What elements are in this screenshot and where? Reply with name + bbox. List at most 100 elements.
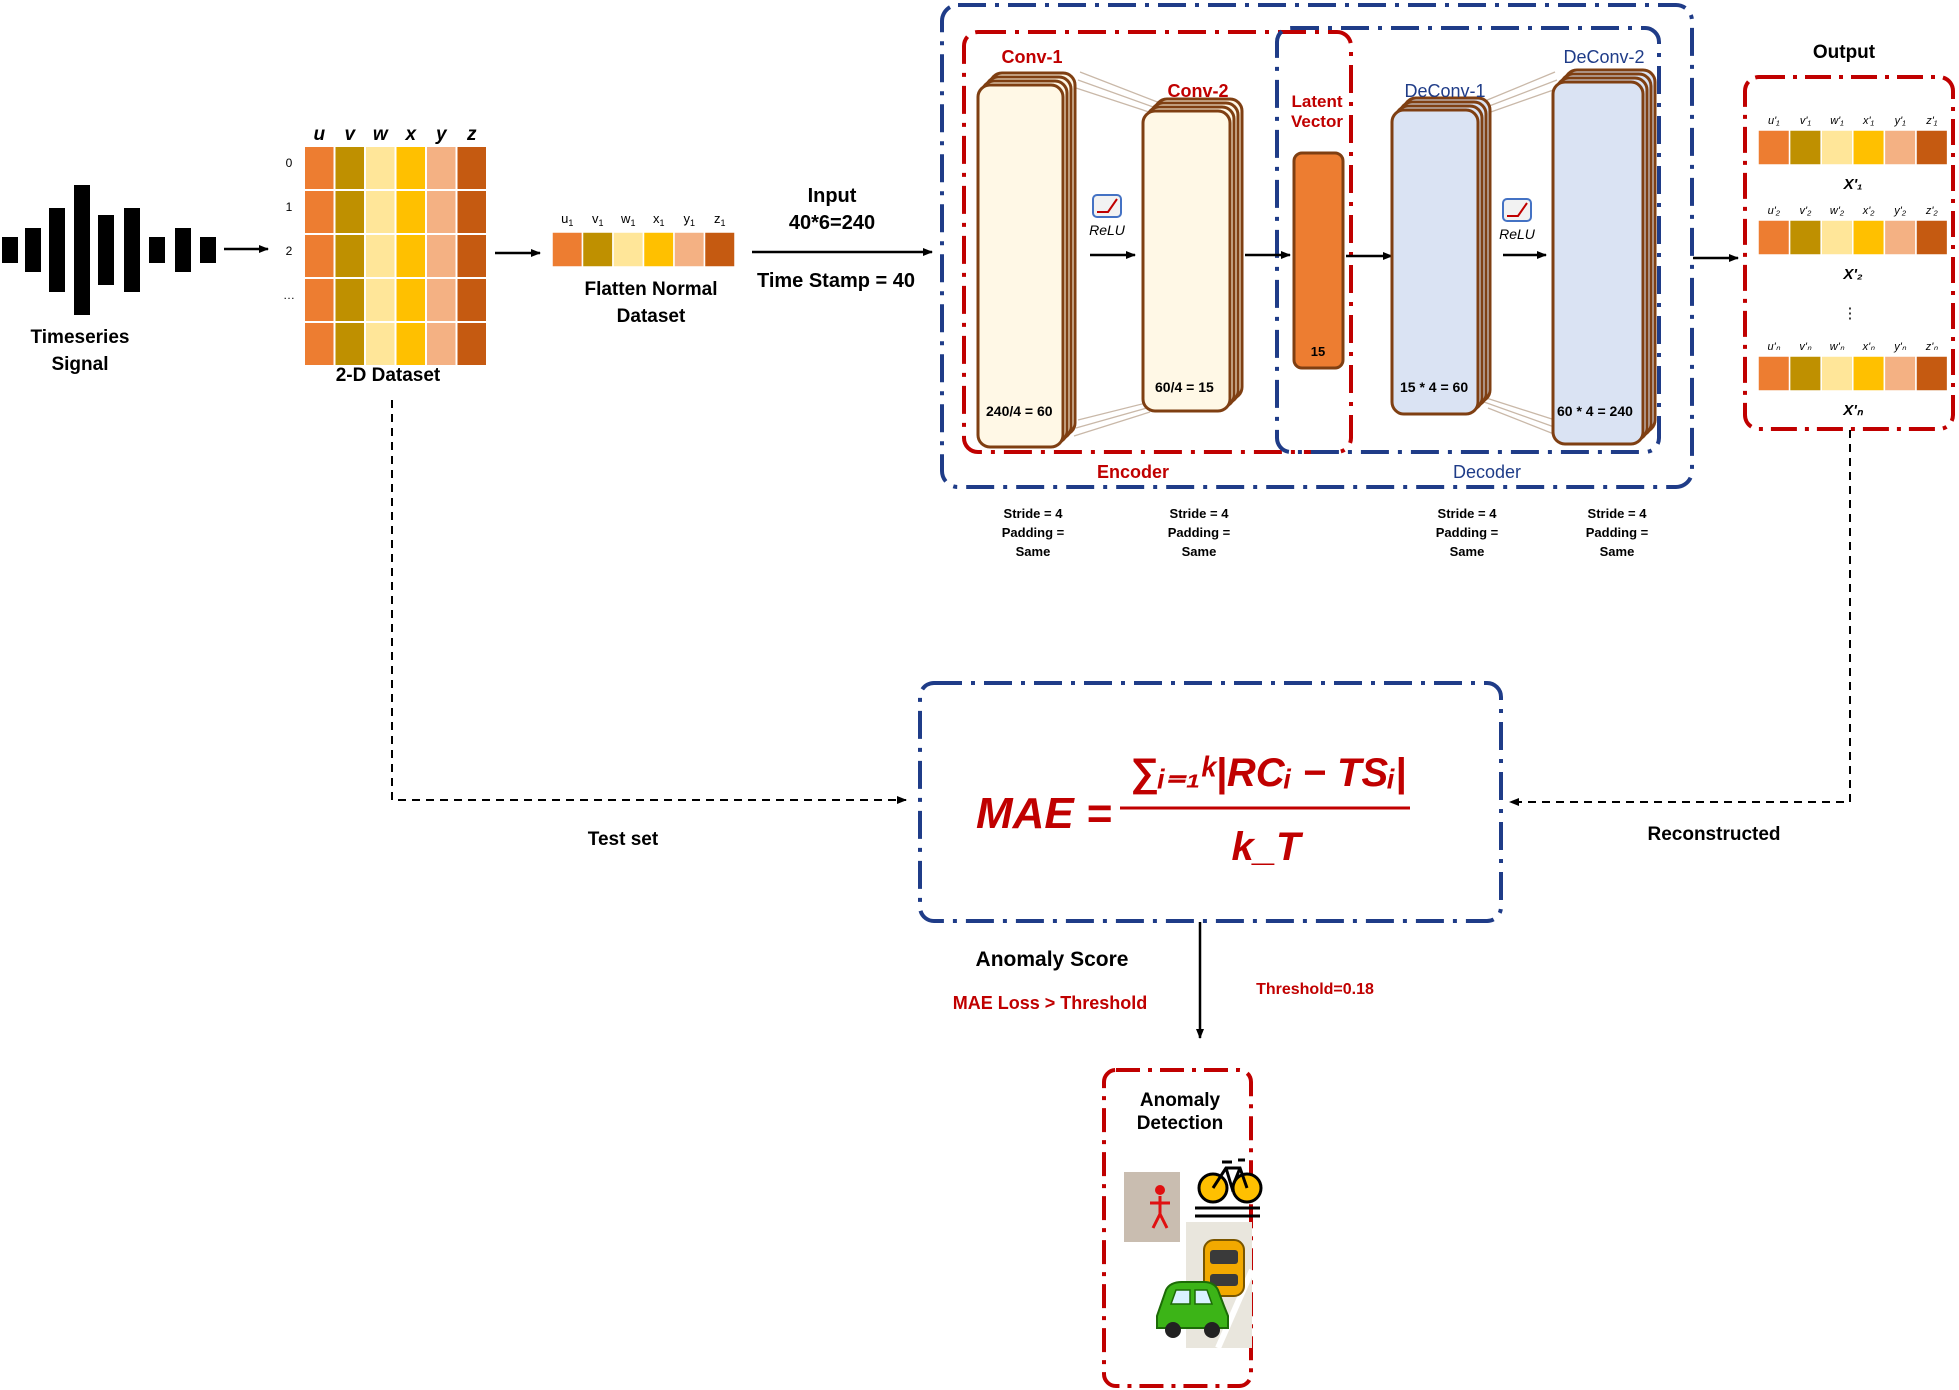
- output-cell-label: u'₂: [1768, 205, 1781, 217]
- output-cell-label: u'ₙ: [1767, 341, 1780, 353]
- row-index: …: [283, 288, 295, 302]
- output-cell-label: w'₁: [1830, 115, 1844, 127]
- grid-cell: [455, 321, 488, 367]
- flatten-cell-label: y1: [683, 211, 695, 228]
- deconv2-layer-block: [1551, 68, 1657, 446]
- grid-cell: [303, 233, 336, 279]
- conv1-size: 240/4 = 60: [986, 403, 1053, 419]
- reconstructed-flow-line: [1509, 430, 1851, 806]
- dataset-2d-row-indices: 012…: [283, 156, 295, 302]
- output-boundary: [1743, 75, 1955, 431]
- signal-bar: [149, 237, 165, 263]
- output-cell-label: x'₁: [1862, 115, 1875, 127]
- row-index: 2: [286, 244, 293, 258]
- column-header: w: [373, 124, 389, 145]
- column-header: u: [313, 124, 325, 145]
- flatten-cell: [551, 231, 584, 268]
- signal-bar: [200, 237, 216, 263]
- flatten-cell: [703, 231, 736, 268]
- conv1-title: Conv-1: [1001, 47, 1062, 67]
- output-cell: [1757, 355, 1791, 392]
- output-cell: [1820, 129, 1854, 166]
- svg-text:Same: Same: [1016, 544, 1051, 559]
- svg-text:Stride = 4: Stride = 4: [1170, 506, 1230, 521]
- output-row-label: X'₁: [1843, 176, 1863, 193]
- grid-cell: [455, 277, 488, 323]
- grid-cell: [303, 277, 336, 323]
- output-cell-label: v'₂: [1800, 205, 1813, 217]
- output-cell-label: w'₂: [1830, 205, 1845, 217]
- output-cell: [1883, 355, 1917, 392]
- signal-label-line1: Timeseries: [31, 327, 130, 348]
- column-header: x: [404, 124, 417, 145]
- output-row-label: X'ₙ: [1842, 402, 1864, 419]
- input-size-label: 40*6=240: [789, 212, 875, 234]
- signal-bar: [175, 228, 191, 272]
- output-cell: [1757, 219, 1791, 256]
- grid-cell: [455, 233, 488, 279]
- signal-bar: [2, 237, 18, 263]
- grid-cell: [394, 145, 427, 191]
- flatten-cell-label: w1: [620, 211, 635, 228]
- decoder-label: Decoder: [1453, 462, 1521, 482]
- grid-cell: [303, 145, 336, 191]
- anomaly-condition: MAE Loss > Threshold: [953, 993, 1148, 1013]
- timeseries-signal-icon: [2, 185, 216, 315]
- deconv2-stride-caption: Stride = 4 Padding = Same: [1586, 506, 1649, 559]
- signal-bar: [74, 185, 90, 315]
- svg-text:Same: Same: [1450, 544, 1485, 559]
- output-cell-label: x'ₙ: [1862, 341, 1876, 353]
- output-cell: [1852, 129, 1886, 166]
- latent-title-line2: Vector: [1291, 112, 1343, 131]
- grid-cell: [333, 321, 366, 367]
- row-index: 1: [286, 200, 293, 214]
- output-cell-label: u'₁: [1768, 115, 1780, 127]
- flatten-cell: [581, 231, 614, 268]
- grid-cell: [425, 233, 458, 279]
- grid-cell: [333, 277, 366, 323]
- output-cell: [1820, 355, 1854, 392]
- svg-text:Padding =: Padding =: [1586, 525, 1649, 540]
- flatten-cell: [673, 231, 706, 268]
- output-cell: [1915, 355, 1949, 392]
- output-row-label: X'₂: [1842, 266, 1863, 283]
- column-header: y: [435, 124, 448, 145]
- output-cell: [1788, 129, 1822, 166]
- grid-cell: [455, 145, 488, 191]
- deconv1-layer-block: [1390, 96, 1492, 416]
- grid-cell: [425, 145, 458, 191]
- svg-text:Same: Same: [1600, 544, 1635, 559]
- svg-text:Padding =: Padding =: [1002, 525, 1065, 540]
- output-cell: [1915, 219, 1949, 256]
- signal-label-line2: Signal: [51, 354, 108, 375]
- signal-bar: [98, 215, 114, 285]
- anomaly-detection-line1: Anomaly: [1140, 1090, 1221, 1111]
- output-cell: [1820, 219, 1854, 256]
- formula-numerator: ∑ᵢ₌₁ᵏ|RCᵢ − TSᵢ|: [1130, 751, 1406, 795]
- flatten-label-line2: Dataset: [617, 306, 686, 327]
- deconv1-size: 15 * 4 = 60: [1400, 379, 1468, 395]
- conv2-title: Conv-2: [1167, 81, 1228, 101]
- conv2-layer-block: [1141, 97, 1244, 413]
- encoder-label: Encoder: [1097, 462, 1169, 482]
- output-cell: [1788, 219, 1822, 256]
- latent-size: 15: [1311, 344, 1325, 359]
- formula-boundary: [918, 681, 1503, 923]
- grid-cell: [364, 277, 397, 323]
- deconv1-stride-caption: Stride = 4 Padding = Same: [1436, 506, 1499, 559]
- svg-text:Padding =: Padding =: [1436, 525, 1499, 540]
- output-cell: [1757, 129, 1791, 166]
- signal-bar: [49, 208, 65, 292]
- conv2-stride-caption: Stride = 4 Padding = Same: [1168, 506, 1231, 559]
- relu-label: ReLU: [1499, 226, 1536, 242]
- input-label: Input: [808, 185, 857, 207]
- signal-bar: [25, 228, 41, 272]
- output-cell: [1915, 129, 1949, 166]
- output-cell-label: y'ₙ: [1893, 341, 1907, 353]
- grid-cell: [333, 233, 366, 279]
- output-cell-label: z'₂: [1925, 205, 1939, 217]
- column-header: v: [344, 124, 356, 145]
- flatten-cell: [642, 231, 675, 268]
